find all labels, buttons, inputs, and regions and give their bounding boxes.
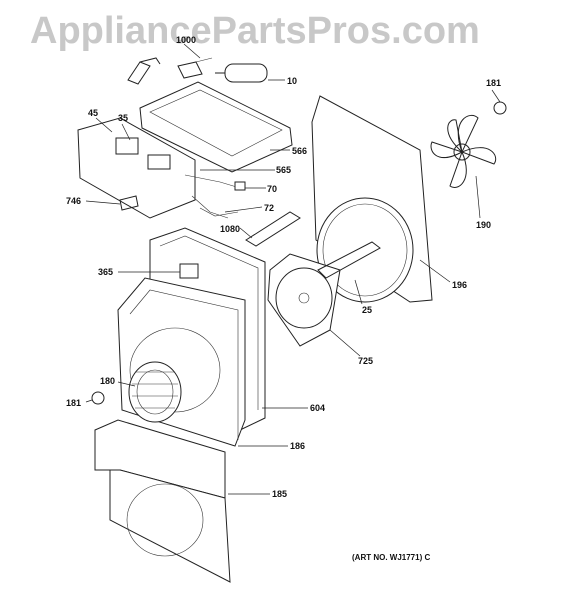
callout-1000: 1000 [176, 35, 197, 45]
callout-181-left: 181 [66, 398, 82, 408]
art-number: (ART NO. WJ1771) C [352, 553, 431, 562]
orifice-panel [94, 419, 231, 583]
terminal-wires [199, 181, 246, 217]
callout-45: 45 [88, 108, 99, 118]
callout-725: 725 [358, 356, 374, 366]
callout-565: 565 [276, 165, 292, 175]
callout-72: 72 [264, 203, 275, 213]
relay-part [177, 57, 213, 79]
callout-190: 190 [476, 220, 492, 230]
callout-185: 185 [272, 489, 288, 499]
callout-566: 566 [292, 146, 308, 156]
control-box [77, 117, 241, 219]
callout-196: 196 [452, 280, 468, 290]
callout-25: 25 [362, 305, 373, 315]
control-housing [139, 81, 293, 173]
clip-top [493, 101, 507, 115]
callout-186: 186 [290, 441, 306, 451]
condenser-shroud [311, 95, 433, 303]
callout-1080: 1080 [220, 224, 241, 234]
leader-lines [85, 43, 501, 495]
bracket-1080 [245, 211, 301, 247]
callout-604: 604 [310, 403, 326, 413]
callout-746: 746 [66, 196, 82, 206]
callout-180: 180 [100, 376, 116, 386]
blower-housing [117, 277, 246, 447]
callout-70: 70 [267, 184, 278, 194]
callout-181-top: 181 [486, 78, 502, 88]
fan-blade [430, 114, 496, 188]
capacitor-part [215, 63, 268, 83]
clip-left [91, 391, 105, 405]
motor-mount [267, 241, 381, 347]
watermark-text: AppliancePartsPros.com [30, 10, 480, 52]
blower-wheel [128, 361, 182, 423]
bracket-part [127, 57, 161, 85]
callout-10: 10 [287, 76, 298, 86]
callout-35: 35 [118, 113, 129, 123]
callout-365: 365 [98, 267, 114, 277]
